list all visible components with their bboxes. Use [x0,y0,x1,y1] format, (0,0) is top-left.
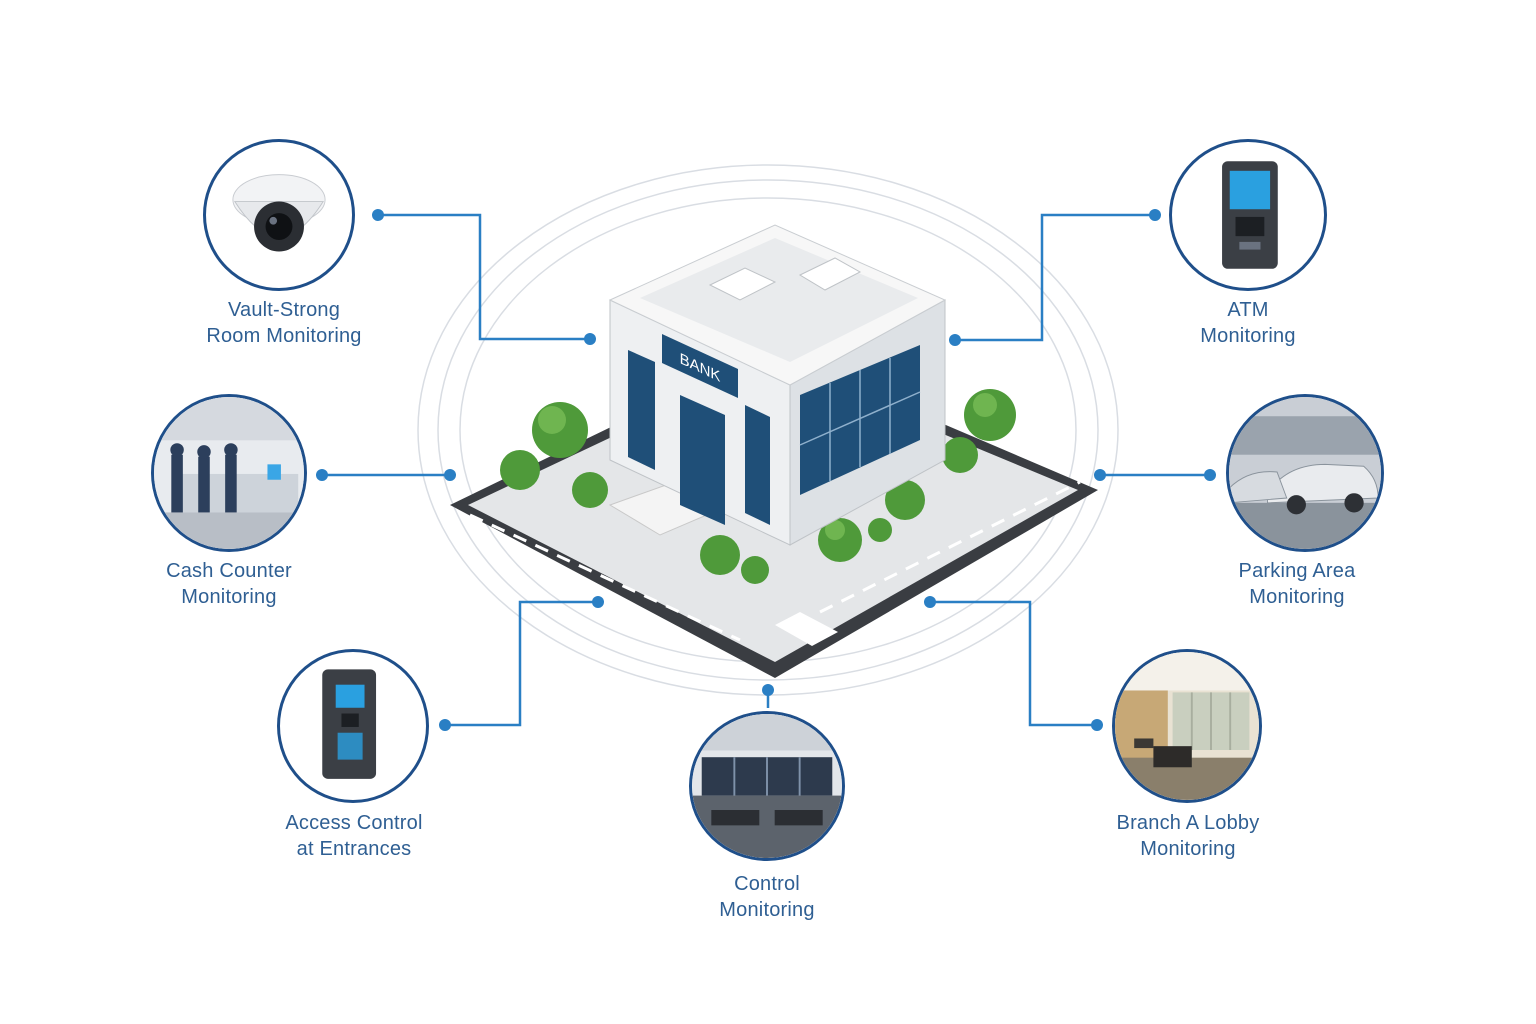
connector-lobby [930,600,1097,727]
control-room-photo [692,714,842,858]
parking-area-photo [1229,397,1381,549]
connector-atm [955,213,1155,342]
vault-monitoring-label: Vault-Strong Room Monitoring [206,299,362,347]
cash-counter-photo [154,397,304,549]
connector-dots [316,209,1216,731]
atm-monitoring-label: ATM Monitoring [1200,299,1296,347]
control-monitoring-label: Control Monitoring [719,873,815,921]
cash-counter-monitoring-label: Cash Counter Monitoring [166,560,292,608]
connector-access [445,600,598,727]
access-control-label: Access Control at Entrances [285,812,423,860]
bank-building-illustration: BANK [450,224,1098,678]
vault-monitoring-node[interactable] [203,139,355,291]
lobby-monitoring-label: Branch A Lobby Monitoring [1116,812,1260,860]
bank-sign-panel [662,334,738,398]
atm-kiosk-icon [1222,161,1278,269]
connectors [322,213,1210,727]
parking-area-monitoring-node[interactable] [1226,394,1384,552]
lobby-photo [1115,652,1259,800]
control-monitoring-node[interactable] [689,711,845,861]
dome-camera-icon [232,174,326,252]
cash-counter-monitoring-node[interactable] [151,394,307,552]
parking-area-monitoring-label: Parking Area Monitoring [1238,560,1356,608]
access-control-panel-icon [322,669,377,779]
atm-monitoring-node[interactable] [1169,139,1327,291]
connector-vault [378,213,590,341]
lobby-monitoring-node[interactable] [1112,649,1262,803]
access-control-node[interactable] [277,649,429,803]
